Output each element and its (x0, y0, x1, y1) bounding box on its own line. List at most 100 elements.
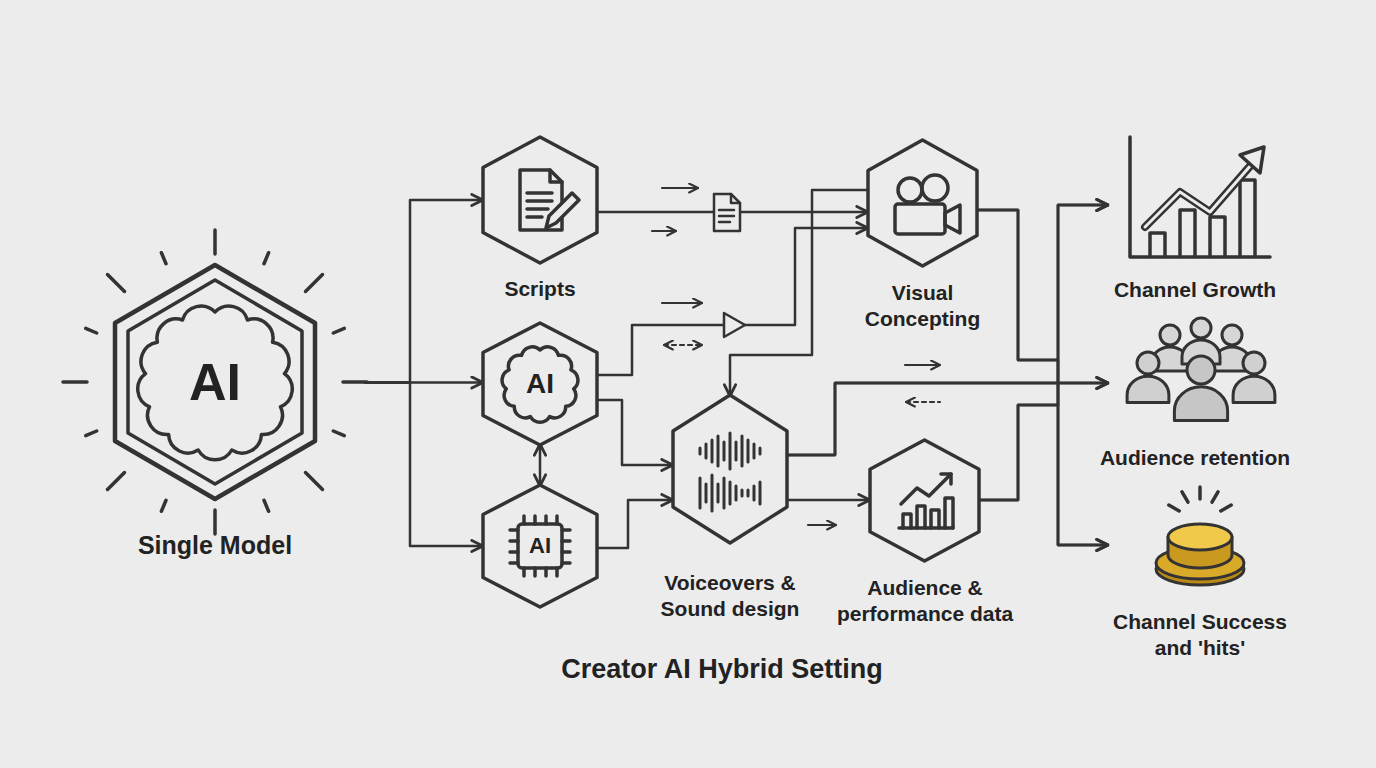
brain-icon-polygon (483, 323, 597, 445)
big-icon-polygon (128, 280, 302, 484)
flow-arrow (905, 364, 940, 366)
big-icon-line (343, 380, 367, 384)
growth-icon-path (1240, 147, 1264, 173)
growth-icon (1108, 135, 1273, 265)
people-icon-circle (1191, 318, 1211, 338)
connector-arrow (979, 205, 1108, 500)
big-icon-line (264, 253, 269, 264)
connector-arrow (979, 383, 1108, 500)
doc-icon-path (527, 193, 552, 217)
people-icon-circle (1160, 325, 1180, 345)
big-icon-line (306, 275, 323, 292)
flow-arrow (652, 230, 676, 232)
flow-arrow (664, 344, 702, 346)
connector-arrow (597, 500, 673, 548)
chip-icon-polygon (483, 485, 597, 607)
connector-arrow (539, 444, 542, 486)
people-icon-path (1233, 376, 1275, 402)
process-hexagon: AI (470, 318, 610, 450)
node-label: Voiceovers & Sound design (645, 570, 815, 622)
node-label: Audience retention (1075, 445, 1315, 471)
people-icon-circle (1222, 325, 1242, 345)
process-hexagon: AI (470, 480, 610, 610)
camera-icon-path (945, 205, 960, 233)
growth-icon-path (1150, 180, 1255, 255)
flow-arrow (906, 401, 940, 403)
coin-icon-line (1198, 487, 1202, 499)
node-label: Single Model (55, 530, 375, 560)
doc-icon-path (550, 170, 562, 182)
big-icon-polygon (115, 265, 315, 499)
doc-icon-polygon (483, 137, 597, 263)
node-label: Scripts (470, 276, 610, 302)
chart-icon (867, 438, 982, 563)
growth-icon-path (1145, 157, 1258, 227)
node-shape (670, 393, 790, 545)
connector-arrow (977, 210, 1108, 383)
people-icon-path (1174, 387, 1227, 421)
big-icon-line (108, 275, 125, 292)
camera-icon-circle (898, 178, 922, 202)
icon-text: AI (500, 531, 580, 561)
node-shape (1108, 485, 1258, 597)
connector-arrow (365, 200, 483, 383)
model-hexagon: AISingle Model (55, 225, 375, 565)
doc-icon (480, 135, 600, 265)
document-icon (714, 194, 740, 231)
node-label: Channel Growth (1100, 277, 1290, 303)
node-shape (480, 135, 600, 265)
outcome-icon: Channel Success and 'hits' (1090, 485, 1310, 670)
coin-icon-line (1212, 492, 1218, 502)
flow-arrow (662, 187, 698, 189)
icon-text: AI (500, 368, 580, 400)
connector-arrow (730, 190, 868, 396)
diagram-caption: Creator AI Hybrid Setting (372, 652, 1072, 686)
coin-icon-line (1169, 505, 1179, 511)
coin-icon-line (1182, 492, 1188, 502)
process-hexagon: Visual Concepting (855, 135, 990, 335)
doc-icon-path (546, 193, 579, 228)
big-icon-line (264, 500, 269, 511)
node-shape (1108, 135, 1273, 265)
big-icon-line (213, 230, 217, 254)
process-hexagon: Voiceovers & Sound design (645, 390, 815, 625)
document-icon (719, 209, 734, 212)
chart-icon-path (903, 498, 953, 528)
big-icon-line (161, 253, 166, 264)
people-icon-circle (1137, 352, 1159, 374)
coin-icon-ellipse (1168, 524, 1232, 550)
node-label: Audience & performance data (820, 575, 1030, 627)
play-icon (724, 313, 745, 337)
document-icon (714, 194, 740, 231)
big-icon-line (333, 431, 344, 436)
big-icon-line (161, 500, 166, 511)
connector-arrow (787, 499, 870, 502)
growth-icon-path (1145, 157, 1258, 227)
big-icon-line (108, 473, 125, 490)
people-icon-circle (1187, 356, 1215, 384)
node-shape (865, 138, 980, 268)
connector-arrow (365, 383, 483, 547)
connector-arrow (597, 228, 868, 375)
document-icon (731, 194, 740, 203)
node-label: Channel Success and 'hits' (1105, 609, 1295, 661)
connector-arrow (977, 205, 1108, 360)
chart-icon-polygon (870, 440, 979, 561)
people-icon-circle (1243, 352, 1265, 374)
big-icon-line (333, 328, 344, 333)
outcome-icon: Audience retention (1075, 318, 1315, 478)
flow-arrow (808, 524, 836, 526)
wave-icon (670, 393, 790, 545)
people-icon-path (1127, 376, 1169, 402)
people-icon (1108, 318, 1298, 430)
chart-icon-path (901, 474, 951, 504)
camera-icon-circle (922, 175, 948, 201)
document-icon (719, 221, 730, 224)
document-icon (719, 215, 734, 218)
coin-icon-line (1221, 505, 1231, 511)
flow-arrow (662, 302, 702, 304)
big-icon-line (213, 510, 217, 534)
big-icon-path (138, 306, 292, 460)
big-icon-line (63, 380, 87, 384)
connector-arrow (597, 400, 673, 465)
